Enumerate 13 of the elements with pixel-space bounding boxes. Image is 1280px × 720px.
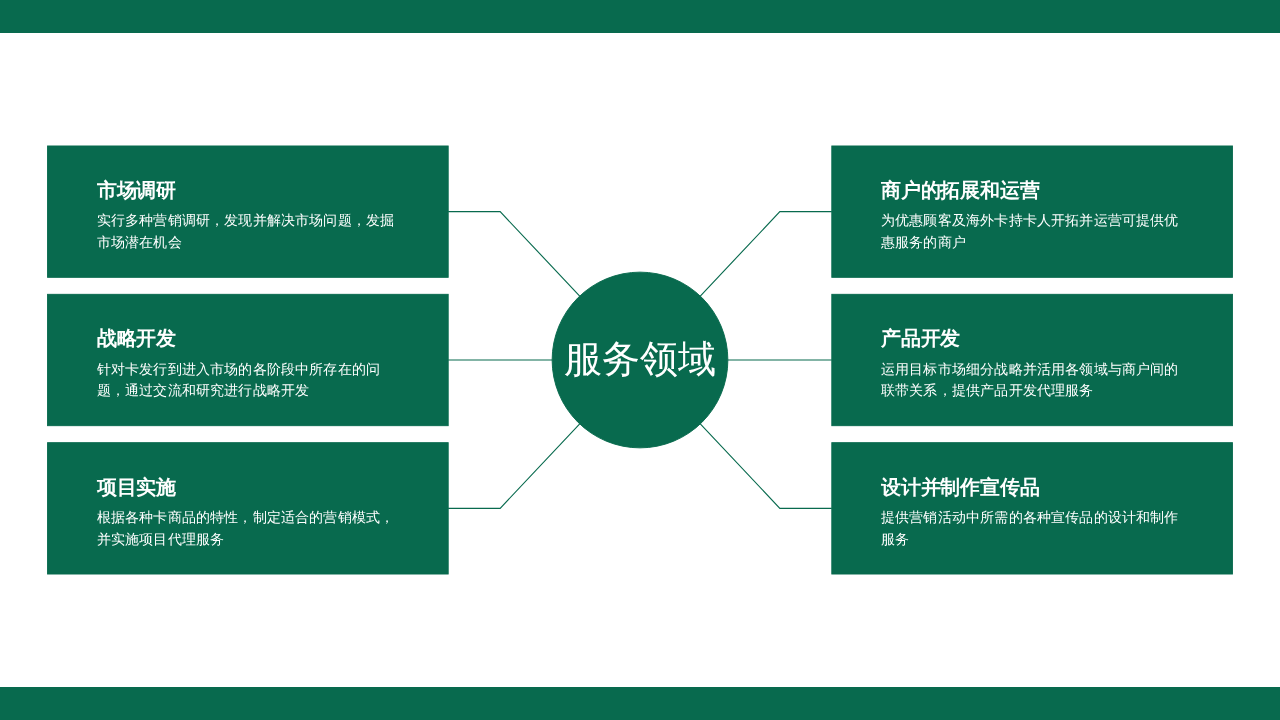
node-box: 战略开发 针对卡发行到进入市场的各阶段中所存在的问题，通过交流和研究进行战略开发: [47, 293, 449, 427]
node-box: 项目实施 根据各种卡商品的特性，制定适合的营销模式，并实施项目代理服务: [47, 442, 449, 575]
node-box: 市场调研 实行多种营销调研，发现并解决市场问题，发掘市场潜在机会: [47, 145, 449, 278]
connector: [447, 423, 581, 509]
connector: [447, 359, 553, 361]
connector: [699, 423, 833, 509]
connector: [699, 211, 833, 297]
node-circle: 服务领域: [551, 271, 729, 449]
connector: [727, 359, 833, 361]
node-box: 商户的拓展和运营 为优惠顾客及海外卡持卡人开拓并运营可提供优惠服务的商户: [831, 145, 1233, 278]
node-box: 设计并制作宣传品 提供营销活动中所需的各种宣传品的设计和制作服务: [831, 442, 1233, 575]
node-box: 产品开发 运用目标市场细分战略并活用各领域与商户间的联带关系，提供产品开发代理服务: [831, 293, 1233, 427]
connector: [447, 211, 581, 297]
